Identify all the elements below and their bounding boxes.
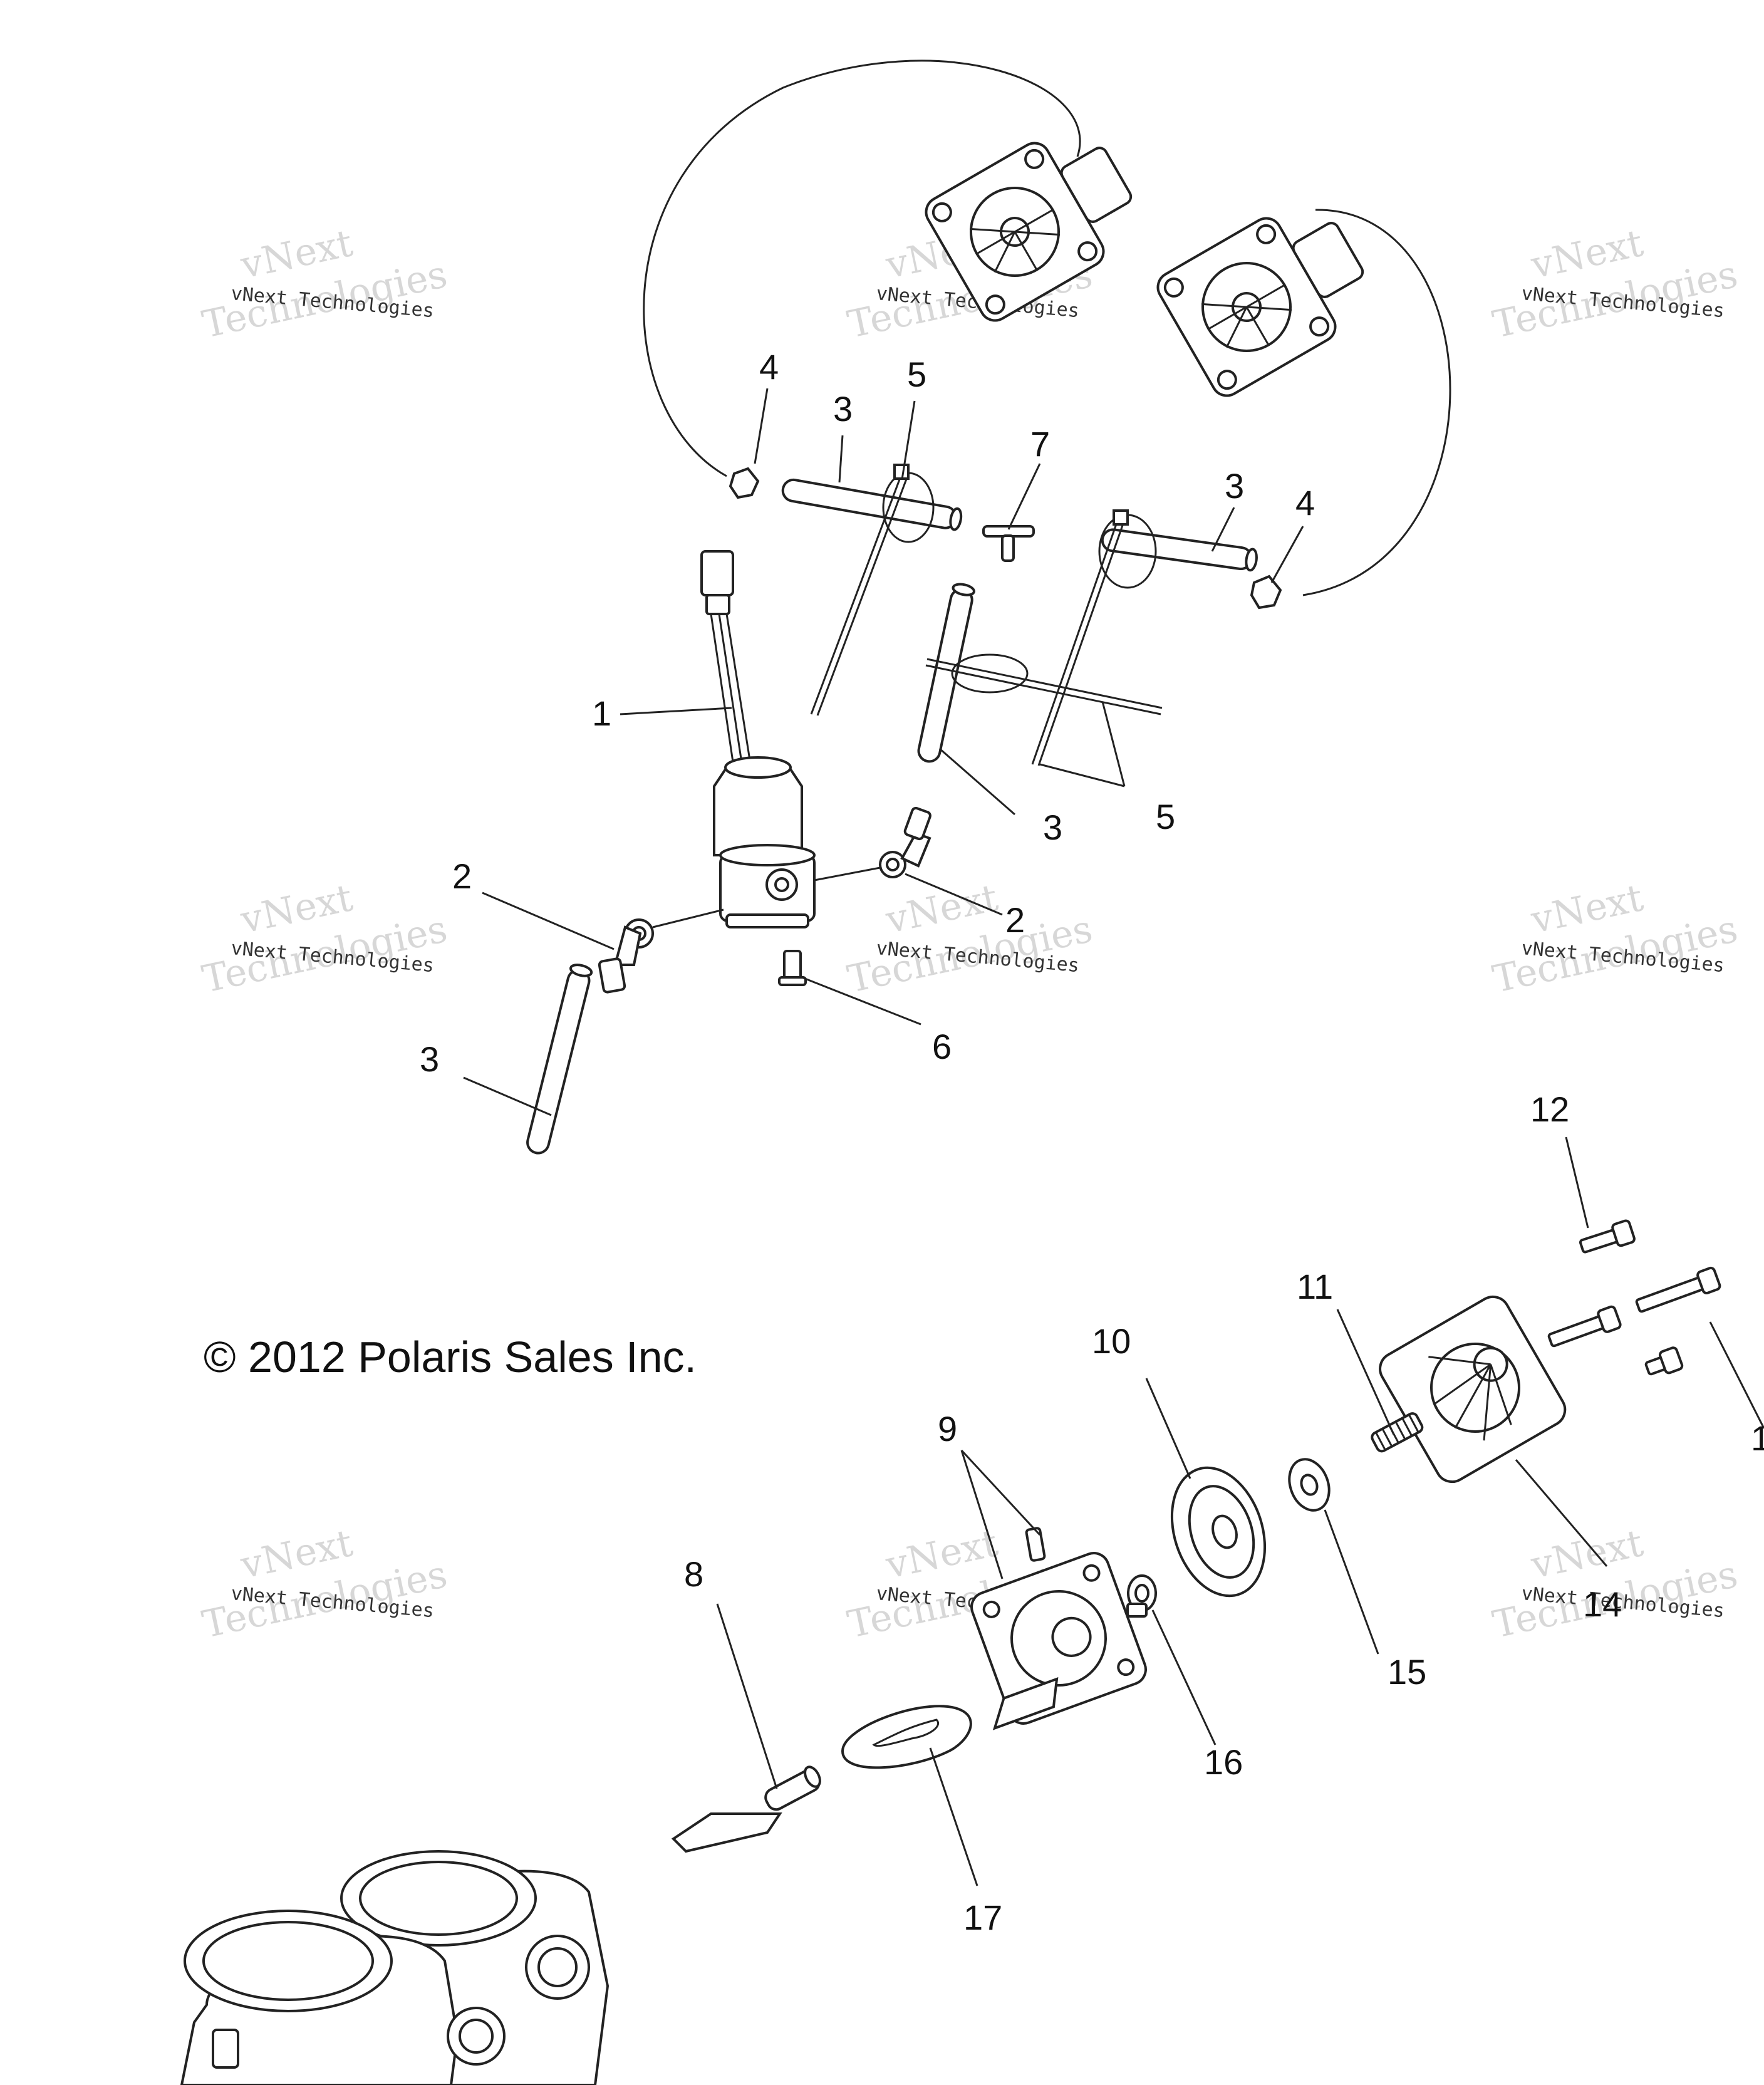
callout-9: 9: [938, 1409, 957, 1448]
hose-middle: [917, 583, 975, 763]
callout-2-left: 2: [452, 856, 472, 896]
hose-upper-right: [1101, 528, 1258, 572]
hose-cap-left: [729, 467, 760, 499]
hose-upper-left: [781, 478, 963, 531]
bolt-middle: [1547, 1305, 1622, 1348]
callout-7: 7: [1030, 424, 1050, 464]
valve-base-pin: [1025, 1527, 1046, 1562]
valve-base: [970, 1552, 1147, 1730]
callout-4-right: 4: [1295, 483, 1315, 523]
callout-11: 11: [1297, 1267, 1333, 1306]
callout-3-lower: 3: [420, 1039, 439, 1079]
callout-1: 1: [592, 694, 611, 733]
watermark-low-right: vNext Technologies: [1489, 1521, 1741, 1647]
restrictor-fitting: [778, 950, 807, 986]
hose-clamp-lower: [925, 653, 1163, 715]
hose-loop-right: [1302, 209, 1451, 596]
leader-lines: [463, 388, 1764, 1886]
tee-fitting: [982, 525, 1035, 562]
bolt-upper: [1579, 1219, 1636, 1254]
watermark-mid-left: vNext Technologies: [199, 876, 451, 1002]
bolt-short: [1644, 1346, 1684, 1376]
check-valve: [1126, 1574, 1157, 1618]
hose-loop-left: [643, 60, 1081, 477]
callout-14: 14: [1583, 1584, 1622, 1624]
valve-spring: [1371, 1412, 1424, 1453]
callout-5-left: 5: [907, 355, 926, 394]
hose-clamp-left: [810, 464, 935, 716]
hose-cap-right: [1250, 575, 1282, 610]
pressure-valve-housing-right: [1156, 217, 1364, 397]
fuel-solenoid-valve: [700, 550, 816, 928]
engine-cylinder-block: [180, 1850, 610, 2085]
callout-3-upper-right: 3: [1225, 466, 1244, 506]
watermark-top-right: vNext Technologies: [1489, 221, 1741, 347]
watermark-top-left: vNext Technologies: [199, 221, 451, 347]
pressure-valve-housing-left: [925, 142, 1133, 322]
callout-labels: 4 3 5 7 3 4 1 3 5 2 2 6 3 12 11 10 1 9 8…: [420, 347, 1764, 1937]
watermark-low-left: vNext Technologies: [199, 1521, 451, 1647]
spring-seat: [1288, 1458, 1331, 1512]
callout-2-right: 2: [1005, 900, 1025, 940]
elbow-fitting-left: [598, 908, 724, 994]
hose-lower: [526, 964, 593, 1155]
callout-12: 12: [1530, 1089, 1569, 1129]
watermark-mid-center: vNext Technologies: [844, 876, 1096, 1002]
callout-10: 10: [1092, 1321, 1131, 1361]
callout-15: 15: [1388, 1652, 1426, 1692]
bolt-long: [1635, 1266, 1721, 1313]
watermark-mid-right: vNext Technologies: [1489, 876, 1741, 1002]
callout-4-left: 4: [759, 347, 779, 387]
callout-3-middle: 3: [1043, 808, 1062, 847]
callout-6: 6: [932, 1027, 952, 1066]
callout-5-right: 5: [1156, 797, 1175, 836]
outlet-fitting: [671, 1765, 821, 1853]
hose-clamp-right: [1031, 509, 1157, 766]
diaphragm: [1170, 1466, 1267, 1598]
copyright-notice: © 2012 Polaris Sales Inc.: [204, 1333, 697, 1381]
valve-cover: [1379, 1295, 1567, 1484]
callout-17: 17: [963, 1898, 1002, 1937]
callout-13: 1: [1751, 1418, 1764, 1458]
elbow-fitting-right: [814, 806, 931, 881]
gasket: [841, 1705, 972, 1769]
callout-16: 16: [1204, 1742, 1243, 1782]
callout-3-upper-left: 3: [833, 389, 853, 429]
callout-8: 8: [684, 1554, 703, 1594]
